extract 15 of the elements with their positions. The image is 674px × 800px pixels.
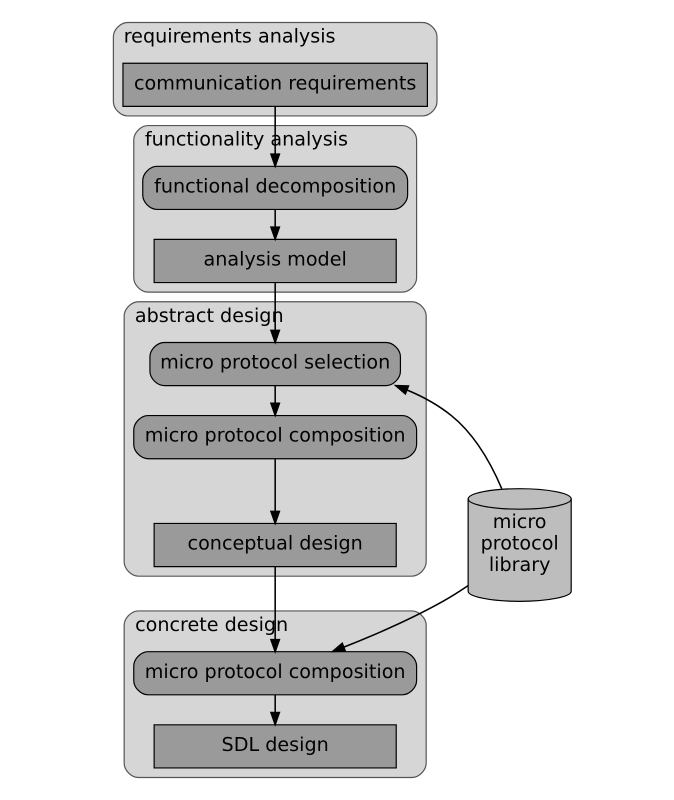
arrow — [269, 386, 280, 418]
arrow — [269, 694, 280, 727]
arrow — [269, 210, 280, 242]
node-box: micro protocol composition — [132, 651, 417, 696]
node-box: micro protocol selection — [148, 342, 401, 386]
arrow — [330, 585, 468, 652]
arrow — [269, 459, 280, 526]
node-box: micro protocol composition — [132, 414, 417, 460]
node-box: functional decomposition — [142, 166, 408, 210]
node-box: analysis model — [153, 238, 396, 284]
node-box: conceptual design — [153, 522, 396, 568]
node-box: SDL design — [153, 724, 396, 769]
node-box: communication requirements — [122, 62, 428, 107]
arrow — [393, 384, 502, 489]
arrow — [269, 567, 280, 654]
